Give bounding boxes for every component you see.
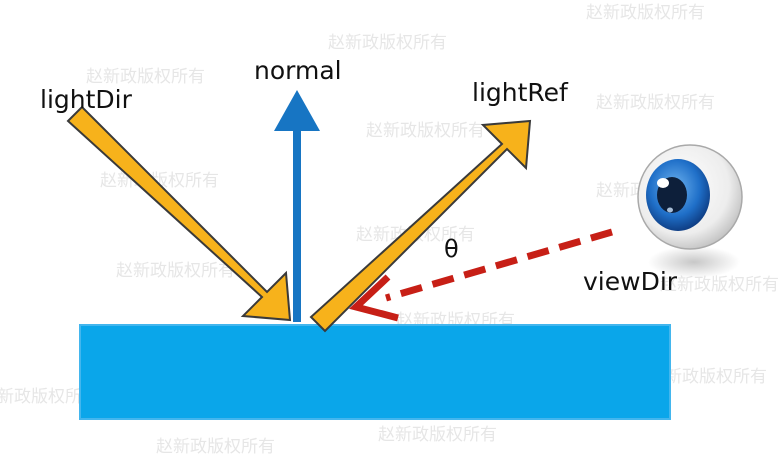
- watermark-text: 赵新政版权所有: [586, 3, 705, 23]
- light-ref-arrow: [309, 119, 532, 333]
- watermark-text: 赵新政版权所有: [328, 33, 447, 53]
- watermark-text: 赵新政版权所有: [366, 121, 485, 141]
- view-dir-label: viewDir: [583, 267, 678, 296]
- watermark-text: 赵新政版权所有: [0, 387, 99, 407]
- watermark-text: 赵新政版权所有: [116, 261, 235, 281]
- light-dir-arrow: [66, 105, 292, 322]
- eye-icon: [637, 144, 743, 278]
- view-dir-arrow: [348, 228, 613, 322]
- watermark-text: 赵新政版权所有: [648, 367, 767, 387]
- watermark-text: 赵新政版权所有: [596, 93, 715, 113]
- normal-arrow: [274, 90, 320, 322]
- watermark-text: 赵新政版权所有: [660, 275, 779, 295]
- reflecting-surface: [79, 324, 671, 420]
- watermark-text: 赵新政版权所有: [156, 437, 275, 457]
- watermark-text: 赵新政版权所有: [378, 425, 497, 445]
- watermark-text: 赵新政版权所有: [86, 67, 205, 87]
- light-dir-label: lightDir: [40, 85, 133, 114]
- normal-label: normal: [254, 56, 342, 85]
- theta-label: θ: [444, 235, 459, 263]
- light-ref-label: lightRef: [472, 78, 569, 107]
